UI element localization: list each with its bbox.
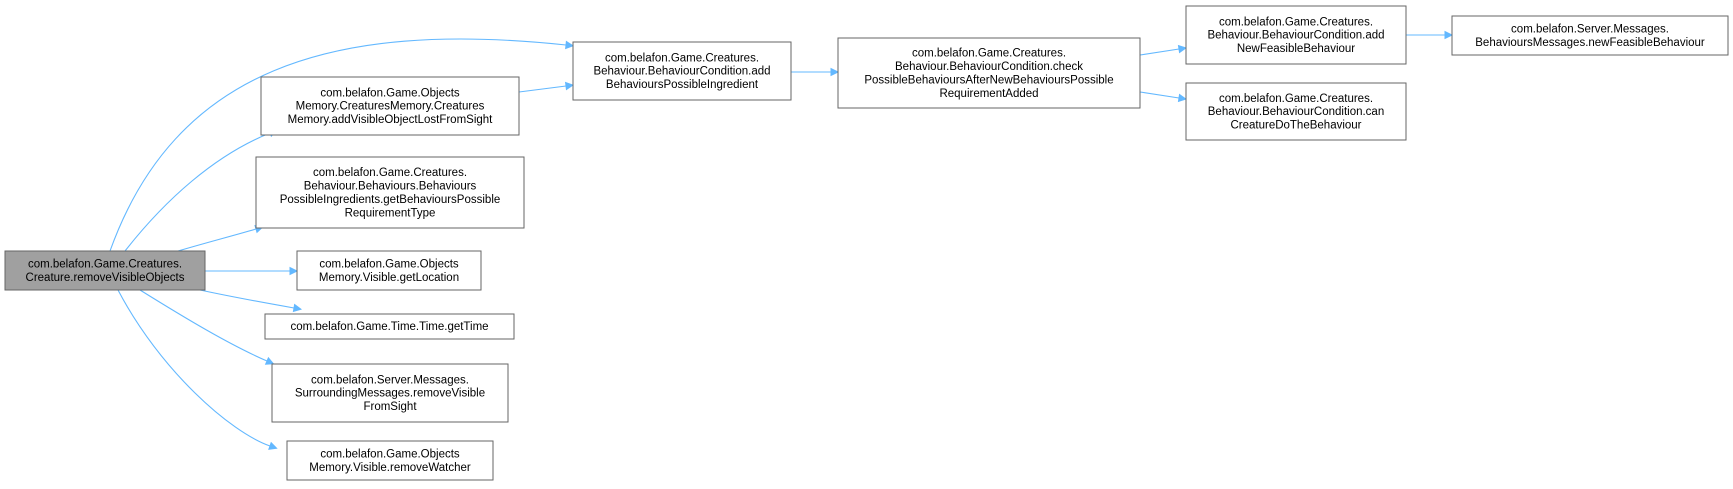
node-box [837, 37, 1141, 109]
node-label-line: Memory.CreaturesMemory.Creatures [296, 101, 485, 113]
node-box [1185, 82, 1407, 141]
node-label-line: com.belafon.Game.Time.Time.getTime [290, 321, 488, 333]
node-label-line: NewFeasibleBehaviour [1237, 43, 1355, 55]
arrowhead-icon [564, 81, 575, 91]
node-label-line: com.belafon.Game.Creatures. [912, 48, 1066, 60]
edge-addBehavioursPossibleIngredient-to-checkPossibleBehaviours [791, 67, 840, 77]
edge-line [199, 289, 295, 309]
node-label-line: PossibleBehavioursAfterNewBehavioursPoss… [864, 74, 1113, 86]
node-label-line: com.belafon.Game.Creatures. [313, 167, 467, 179]
edge-root-to-removeWatcher [117, 289, 278, 450]
node-box [260, 76, 520, 136]
edge-root-to-addVisibleObjectLostFromSight [124, 129, 278, 252]
node-label-line: CreatureDoTheBehaviour [1230, 120, 1361, 132]
node-removeWatcher[interactable]: com.belafon.Game.ObjectsMemory.Visible.r… [286, 440, 494, 481]
node-getLocation[interactable]: com.belafon.Game.ObjectsMemory.Visible.g… [296, 250, 482, 291]
node-box [296, 250, 482, 291]
node-label-line: com.belafon.Game.Objects [320, 449, 460, 461]
node-box [4, 250, 206, 291]
node-label-line: Memory.addVisibleObjectLostFromSight [288, 114, 494, 126]
edge-line [117, 289, 271, 447]
node-label-line: Behaviour.Behaviours.Behaviours [304, 181, 477, 193]
node-box [1185, 5, 1407, 65]
edge-line [139, 289, 268, 362]
arrowhead-icon [264, 356, 275, 365]
edge-checkPossibleBehaviours-to-canCreatureDoTheBehaviour [1139, 91, 1188, 103]
node-label-line: com.belafon.Server.Messages. [1511, 24, 1669, 36]
node-label-line: com.belafon.Game.Creatures. [605, 52, 759, 64]
edge-addVisibleObjectLostFromSight-to-addBehavioursPossibleIngredient [518, 81, 575, 93]
node-checkPossibleBehaviours[interactable]: com.belafon.Game.Creatures.Behaviour.Beh… [837, 37, 1141, 109]
node-label-line: Behaviour.BehaviourCondition.add [1207, 30, 1384, 42]
node-label-line: Behaviour.BehaviourCondition.can [1208, 106, 1384, 118]
node-label-line: SurroundingMessages.removeVisible [295, 388, 485, 400]
edge-line [1139, 48, 1180, 56]
node-box [255, 156, 525, 229]
node-label-line: com.belafon.Game.Objects [320, 87, 460, 99]
node-removeVisibleFromSight[interactable]: com.belafon.Server.Messages. SurroundingM… [271, 363, 509, 423]
node-label-line: BehavioursPossibleIngredient [606, 79, 759, 91]
node-label-line: RequirementAdded [939, 88, 1038, 100]
arrowhead-icon [830, 67, 840, 77]
node-label-line: com.belafon.Server.Messages. [311, 374, 469, 386]
node-label-line: com.belafon.Game.Creatures. [1219, 93, 1373, 105]
arrowhead-icon [292, 303, 302, 313]
edge-line [518, 85, 567, 93]
node-addBehavioursPossibleIngredient[interactable]: com.belafon.Game.Creatures. Behaviour.Beh… [572, 41, 792, 101]
edge-root-to-getLocation [204, 266, 299, 276]
node-canCreatureDoTheBehaviour[interactable]: com.belafon.Game.Creatures.Behaviour.Beh… [1185, 82, 1407, 141]
node-box [264, 313, 515, 340]
node-box [271, 363, 509, 423]
node-box [572, 41, 792, 101]
node-label-line: Creature.removeVisibleObjects [26, 272, 185, 284]
node-label-line: Memory.Visible.getLocation [319, 272, 459, 284]
node-label-line: com.belafon.Game.Creatures. [1219, 16, 1373, 28]
edge-line [1139, 91, 1180, 99]
edge-root-to-getBehavioursPossibleRequirementType [177, 225, 264, 252]
edge-root-to-removeVisibleFromSight [139, 289, 275, 365]
node-label-line: com.belafon.Game.Creatures. [28, 259, 182, 271]
root-node[interactable]: com.belafon.Game.Creatures.Creature.remo… [4, 250, 206, 291]
node-label-line: Memory.Visible.removeWatcher [309, 462, 471, 474]
node-label-line: BehavioursMessages.newFeasibleBehaviour [1475, 37, 1705, 49]
arrowhead-icon [1177, 44, 1188, 54]
node-box [1451, 15, 1729, 56]
edge-root-to-addBehavioursPossibleIngredient [109, 38, 575, 252]
node-getBehavioursPossibleRequirementType[interactable]: com.belafon.Game.Creatures. Behaviour.Beh… [255, 156, 525, 229]
node-addNewFeasibleBehaviour[interactable]: com.belafon.Game.Creatures. Behaviour.Beh… [1185, 5, 1407, 65]
edge-addNewFeasibleBehaviour-to-newFeasibleBehaviour [1406, 30, 1454, 40]
node-label-line: Behaviour.BehaviourCondition.add [593, 66, 770, 78]
node-label-line: FromSight [363, 401, 417, 413]
edge-line [109, 38, 567, 252]
arrowhead-icon [1444, 30, 1454, 40]
edge-line [177, 228, 257, 252]
edge-line [124, 132, 271, 252]
node-label-line: com.belafon.Game.Objects [319, 259, 459, 271]
arrowhead-icon [1177, 93, 1188, 103]
edge-checkPossibleBehaviours-to-addNewFeasibleBehaviour [1139, 44, 1188, 56]
arrowhead-icon [565, 40, 575, 50]
node-newFeasibleBehaviour[interactable]: com.belafon.Server.Messages.BehavioursMe… [1451, 15, 1729, 56]
arrowhead-icon [268, 441, 278, 450]
node-box [286, 440, 494, 481]
node-label-line: PossibleIngredients.getBehavioursPossibl… [280, 194, 501, 206]
node-label-line: Behaviour.BehaviourCondition.check [895, 61, 1083, 73]
node-label-line: RequirementType [345, 207, 436, 219]
arrowhead-icon [289, 266, 299, 276]
node-addVisibleObjectLostFromSight[interactable]: com.belafon.Game.ObjectsMemory.Creatures… [260, 76, 520, 136]
node-getTime[interactable]: com.belafon.Game.Time.Time.getTime [264, 313, 515, 340]
node-layer: com.belafon.Game.Creatures.Creature.remo… [4, 5, 1729, 481]
edge-root-to-getTime [199, 289, 302, 313]
